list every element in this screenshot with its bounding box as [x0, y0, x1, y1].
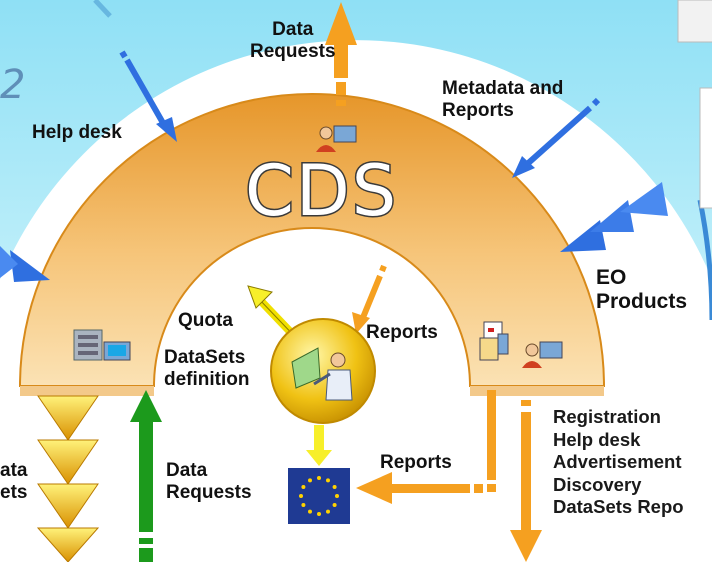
person-computer-icon-right — [522, 341, 563, 368]
eu-star — [301, 503, 306, 507]
label-green-data-requests: Data Requests — [166, 460, 252, 503]
decor-stroke — [93, 0, 112, 18]
reports-icon — [479, 321, 509, 361]
eu-star — [326, 478, 330, 483]
arc-foot-right — [470, 386, 604, 396]
eu-star — [308, 509, 312, 514]
service-item-datasets-repo: DataSets Repo — [553, 496, 684, 517]
eu-star — [335, 494, 339, 498]
label-help-desk: Help desk — [32, 122, 122, 143]
presenter-icon — [291, 347, 353, 401]
cut-glyph: 2 — [0, 62, 25, 108]
service-item-advertisement: Advertisement — [553, 451, 682, 472]
eu-flag-icon — [288, 468, 350, 524]
eo-products-arrow — [560, 182, 668, 252]
data-requests-out-arrow — [325, 2, 357, 106]
service-item-discovery: Discovery — [553, 473, 642, 495]
label-eo-products: EO Products — [596, 266, 688, 313]
label-bottom-reports: Reports — [380, 452, 452, 473]
label-left-data: ata ets — [0, 460, 28, 503]
data-funnel — [36, 395, 100, 563]
cds-title: CDS — [243, 149, 399, 234]
arc-foot-left — [20, 386, 154, 396]
help-desk-arrow — [119, 50, 177, 142]
eu-star — [301, 485, 306, 489]
eu-star — [308, 478, 312, 483]
eu-star — [332, 503, 337, 507]
inner-reports-arrow — [352, 264, 387, 334]
ball-to-flag-arrow — [306, 425, 332, 466]
metadata-arrow — [512, 97, 601, 178]
cds-arc — [18, 93, 606, 387]
person-computer-icon — [316, 125, 357, 152]
label-datasets-definition: DataSets definition — [164, 347, 250, 390]
label-top-data-requests: Data Requests — [250, 19, 336, 63]
reports-return-arrow — [356, 390, 496, 504]
left-blue-arrow — [0, 246, 50, 282]
eu-star — [317, 512, 321, 516]
corner-box-top — [677, 0, 712, 43]
label-quota: Quota — [178, 310, 233, 331]
services-list: Registration Help desk Advertisement Dis… — [553, 406, 684, 519]
corner-box-right — [699, 87, 712, 209]
service-item-registration: Registration — [553, 406, 661, 427]
services-down-arrow — [510, 400, 542, 562]
eu-star — [299, 494, 303, 498]
label-metadata-reports: Metadata and Reports — [442, 78, 564, 121]
eu-star — [326, 509, 330, 514]
data-requests-in-arrow — [130, 390, 162, 562]
service-item-help-desk: Help desk — [553, 428, 641, 450]
label-top-data-requests-text: Data Requests — [250, 19, 336, 62]
label-inner-reports: Reports — [366, 322, 438, 343]
server-icon — [73, 329, 131, 361]
eu-star — [317, 476, 321, 480]
eu-star — [332, 485, 337, 489]
central-ball — [270, 318, 376, 424]
